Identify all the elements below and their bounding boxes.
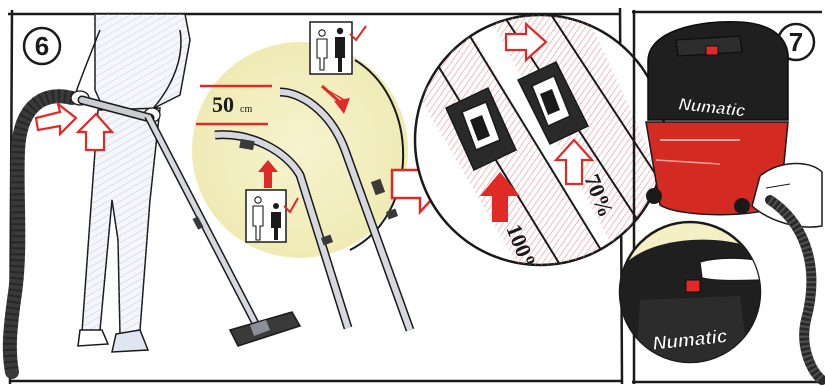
power-switch xyxy=(686,280,700,292)
step-7-number: 7 xyxy=(789,27,803,57)
power-switch xyxy=(706,46,718,55)
red-outline-arrow-icon xyxy=(36,104,76,134)
floor-tool xyxy=(230,312,300,346)
tube-length-unit: cm xyxy=(240,104,252,115)
hose-icon xyxy=(10,96,72,372)
panel-step-7: 7 Numatic xyxy=(620,10,822,384)
switch-detail-zoom: Numatic xyxy=(620,222,766,380)
step-6-badge: 6 xyxy=(24,28,60,64)
operator-figure xyxy=(71,14,190,352)
height-adjust-zoom: 50 cm xyxy=(192,22,410,330)
step-6-number: 6 xyxy=(35,31,49,61)
tube-length-value: 50 xyxy=(212,92,234,117)
